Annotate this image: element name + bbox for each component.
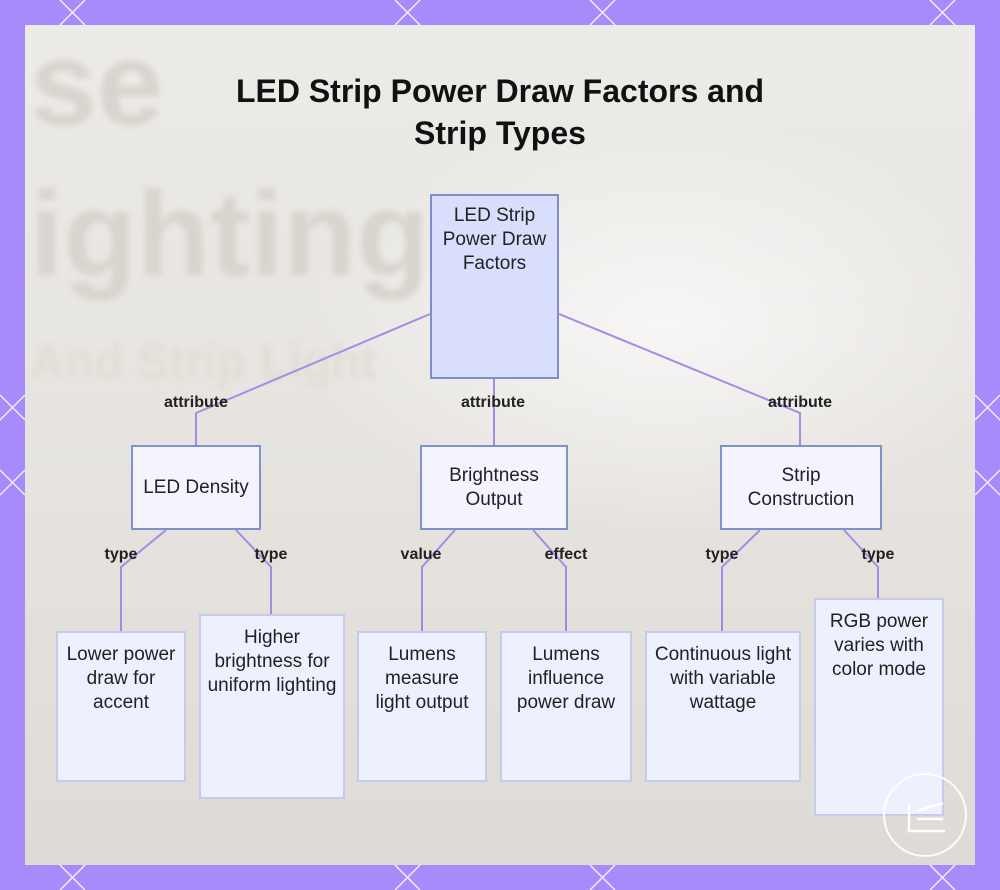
edge-brightness-influence: [532, 529, 567, 631]
edge-label-brightness-measure: value: [400, 546, 442, 563]
node-brightness-output-label: Brightness Output: [449, 464, 539, 510]
node-strip-construction-label: Strip Construction: [747, 464, 855, 510]
node-root-label: LED Strip Power Draw Factors: [442, 205, 547, 274]
edge-label-root-strip: attribute: [768, 394, 832, 411]
node-continuous-light-label: Continuous light with variable wattage: [654, 644, 792, 713]
background-text-3: And Strip Light: [30, 336, 377, 389]
diagram-title: LED Strip Power Draw Factors and Strip T…: [25, 70, 975, 154]
edge-brightness-measure: [421, 529, 456, 631]
edge-root-strip: [558, 313, 801, 445]
edge-label-density-lower: type: [104, 546, 138, 563]
edge-label-brightness-influence: effect: [544, 546, 588, 563]
background-text-2: ighting: [30, 167, 430, 301]
edge-root-led-density: [195, 313, 431, 445]
node-higher-brightness-label: Higher brightness for uniform lighting: [207, 627, 337, 696]
node-higher-brightness: Higher brightness for uniform lighting: [199, 614, 345, 799]
edge-label-root-led-density: attribute: [164, 394, 228, 411]
edge-density-lower: [120, 529, 167, 631]
node-lumens-influence-label: Lumens influence power draw: [516, 644, 616, 713]
edge-label-density-higher: type: [254, 546, 288, 563]
logo-watermark-glyph: [907, 801, 945, 833]
node-strip-construction: Strip Construction: [720, 445, 882, 530]
edge-strip-continuous: [721, 529, 761, 631]
node-lumens-measure: Lumens measure light output: [357, 631, 487, 782]
logo-watermark-icon: [883, 773, 967, 857]
node-lumens-influence: Lumens influence power draw: [500, 631, 632, 782]
background-text-1: se: [30, 25, 164, 151]
node-led-density: LED Density: [131, 445, 261, 530]
node-rgb-power-label: RGB power varies with color mode: [829, 611, 929, 680]
node-brightness-output: Brightness Output: [420, 445, 568, 530]
edge-label-strip-continuous: type: [705, 546, 739, 563]
node-lower-power-label: Lower power draw for accent: [66, 644, 176, 713]
edge-strip-rgb: [843, 529, 879, 598]
title-line-2: Strip Types: [414, 115, 586, 151]
node-led-density-label: LED Density: [143, 476, 249, 498]
edge-label-strip-rgb: type: [861, 546, 895, 563]
node-root: LED Strip Power Draw Factors: [430, 194, 559, 379]
node-lower-power: Lower power draw for accent: [56, 631, 186, 782]
node-lumens-measure-label: Lumens measure light output: [375, 644, 469, 713]
title-line-1: LED Strip Power Draw Factors and: [235, 73, 765, 109]
edge-label-root-brightness: attribute: [461, 394, 525, 411]
node-continuous-light: Continuous light with variable wattage: [645, 631, 801, 782]
edge-density-higher: [235, 529, 272, 614]
